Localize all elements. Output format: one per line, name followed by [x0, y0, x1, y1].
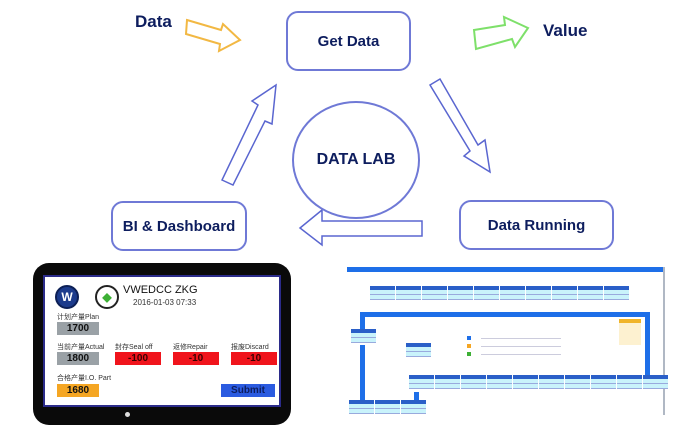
- station-row-bottom: [409, 375, 669, 389]
- repair-field[interactable]: -10: [173, 352, 219, 365]
- actual-label: 当前产量Actual: [57, 344, 105, 351]
- output-label: Value: [543, 21, 588, 40]
- seal-off-label: 封存Seal off: [115, 344, 153, 351]
- output-arrow-icon: [472, 15, 530, 51]
- tablet-home-button: [125, 412, 130, 417]
- arrow-to-data-running-icon: [428, 77, 491, 174]
- plan-label: 计划产量Plan: [57, 314, 100, 321]
- discard-field[interactable]: -10: [231, 352, 277, 365]
- io-part-label: 合格产量I.O. Part: [57, 375, 112, 382]
- dashboard-scrollbar: [663, 267, 665, 415]
- node-get-data-label: Get Data: [317, 32, 380, 50]
- tablet-device: W ◆ VWEDCC ZKG 2016-01-03 07:33 计划产量Plan…: [33, 263, 291, 425]
- discard-label: 报废Discard: [231, 344, 269, 351]
- station-row-lower-left: [349, 400, 427, 414]
- station-mid: [406, 343, 432, 357]
- skoda-logo-icon: ◆: [95, 285, 119, 309]
- actual-field[interactable]: 1800: [57, 352, 99, 365]
- station-row-top: [370, 286, 630, 300]
- conveyor-right: [645, 312, 650, 375]
- node-data-running-label: Data Running: [487, 216, 586, 234]
- repair-label: 返修Repair: [173, 344, 208, 351]
- arrow-to-get-data-icon: [220, 83, 277, 186]
- alert-box: [619, 319, 641, 345]
- conveyor-top: [360, 312, 650, 317]
- legend-row-green: [467, 352, 561, 356]
- conveyor-left-top: [360, 312, 365, 332]
- arrow-to-bi-icon: [298, 208, 423, 247]
- center-label: DATA LAB: [316, 151, 396, 168]
- conveyor-left: [360, 345, 365, 400]
- tablet-datetime: 2016-01-03 07:33: [133, 298, 197, 307]
- vw-logo-icon: W: [55, 285, 79, 309]
- tablet-screen: W ◆ VWEDCC ZKG 2016-01-03 07:33 计划产量Plan…: [43, 275, 281, 407]
- tablet-title: VWEDCC ZKG: [123, 284, 198, 296]
- station-left: [351, 329, 377, 343]
- dashboard-titlebar: [347, 267, 665, 272]
- input-label: Data: [135, 12, 172, 31]
- conveyor-connector: [414, 392, 419, 400]
- node-get-data: Get Data: [286, 11, 411, 71]
- input-arrow-icon: [184, 18, 242, 53]
- plan-field[interactable]: 1700: [57, 322, 99, 335]
- seal-off-field[interactable]: -100: [115, 352, 161, 365]
- center-circle: DATA LAB: [292, 101, 420, 219]
- io-part-field[interactable]: 1680: [57, 384, 99, 397]
- dashboard-preview: [347, 267, 668, 417]
- legend-row-orange: [467, 344, 561, 348]
- legend-row-blue: [467, 336, 561, 340]
- submit-button[interactable]: Submit: [221, 384, 275, 397]
- node-bi-dashboard-label: BI & Dashboard: [122, 217, 236, 235]
- node-bi-dashboard: BI & Dashboard: [111, 201, 247, 251]
- node-data-running: Data Running: [459, 200, 614, 250]
